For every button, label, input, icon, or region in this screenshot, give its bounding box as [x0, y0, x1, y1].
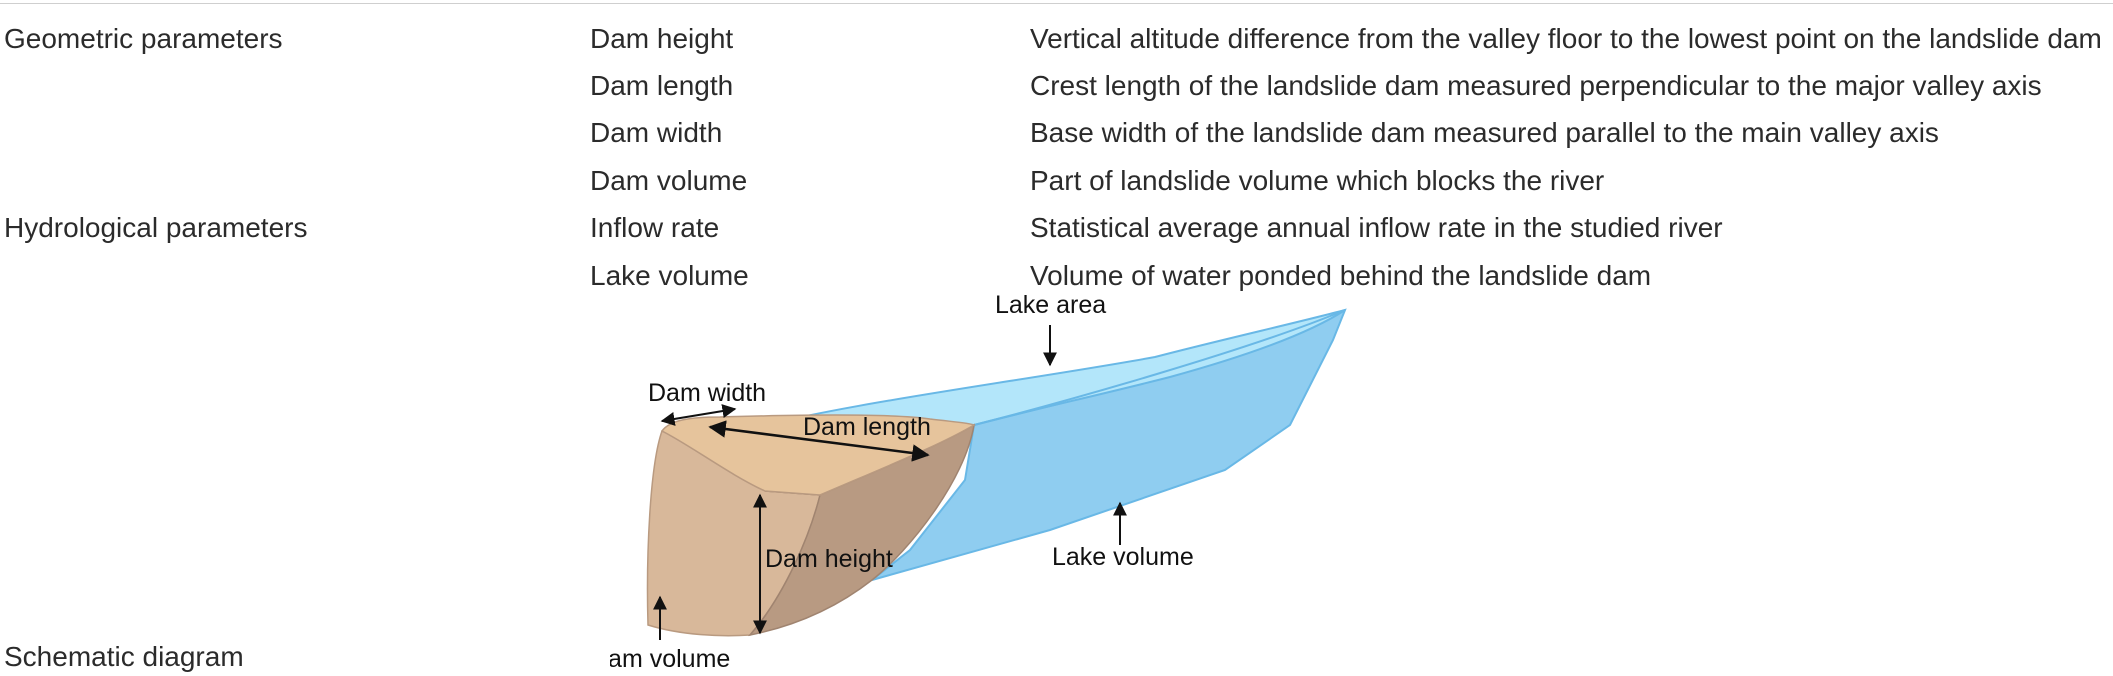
lake-edge-line — [973, 309, 1346, 426]
description-dam-width: Base width of the landslide dam measured… — [1030, 117, 1939, 148]
description-lake-volume: Volume of water ponded behind the landsl… — [1030, 260, 1652, 291]
table-top-rule — [0, 3, 2113, 4]
description-dam-length: Crest length of the landslide dam measur… — [1030, 70, 2042, 101]
parameter-inflow-rate: Inflow rate — [590, 212, 720, 243]
parameter-dam-width: Dam width — [590, 117, 723, 148]
lake-volume-label: Lake volume — [1052, 543, 1194, 571]
dam-volume-label: Dam volume — [610, 645, 730, 673]
category-geometric: Geometric parameters — [4, 23, 283, 54]
description-inflow-rate: Statistical average annual inflow rate i… — [1030, 212, 1723, 243]
parameter-dam-volume: Dam volume — [590, 165, 748, 196]
description-dam-volume: Part of landslide volume which blocks th… — [1030, 165, 1605, 196]
dam-length-label: Dam length — [803, 413, 931, 441]
category-schematic: Schematic diagram — [4, 641, 244, 672]
dam-height-label: Dam height — [765, 545, 893, 573]
parameter-dam-height: Dam height — [590, 23, 734, 54]
parameter-dam-length: Dam length — [590, 70, 734, 101]
dam-width-label: Dam width — [648, 379, 766, 407]
lake-area-label: Lake area — [995, 295, 1106, 319]
category-hydrological: Hydrological parameters — [4, 212, 308, 243]
schematic-diagram: Lake area Dam width Dam length Dam heigh… — [610, 295, 1347, 673]
dam-width-arrow — [660, 404, 737, 426]
parameter-lake-volume: Lake volume — [590, 260, 749, 291]
description-dam-height: Vertical altitude difference from the va… — [1030, 23, 2102, 54]
dam-length-arrow — [708, 420, 930, 462]
